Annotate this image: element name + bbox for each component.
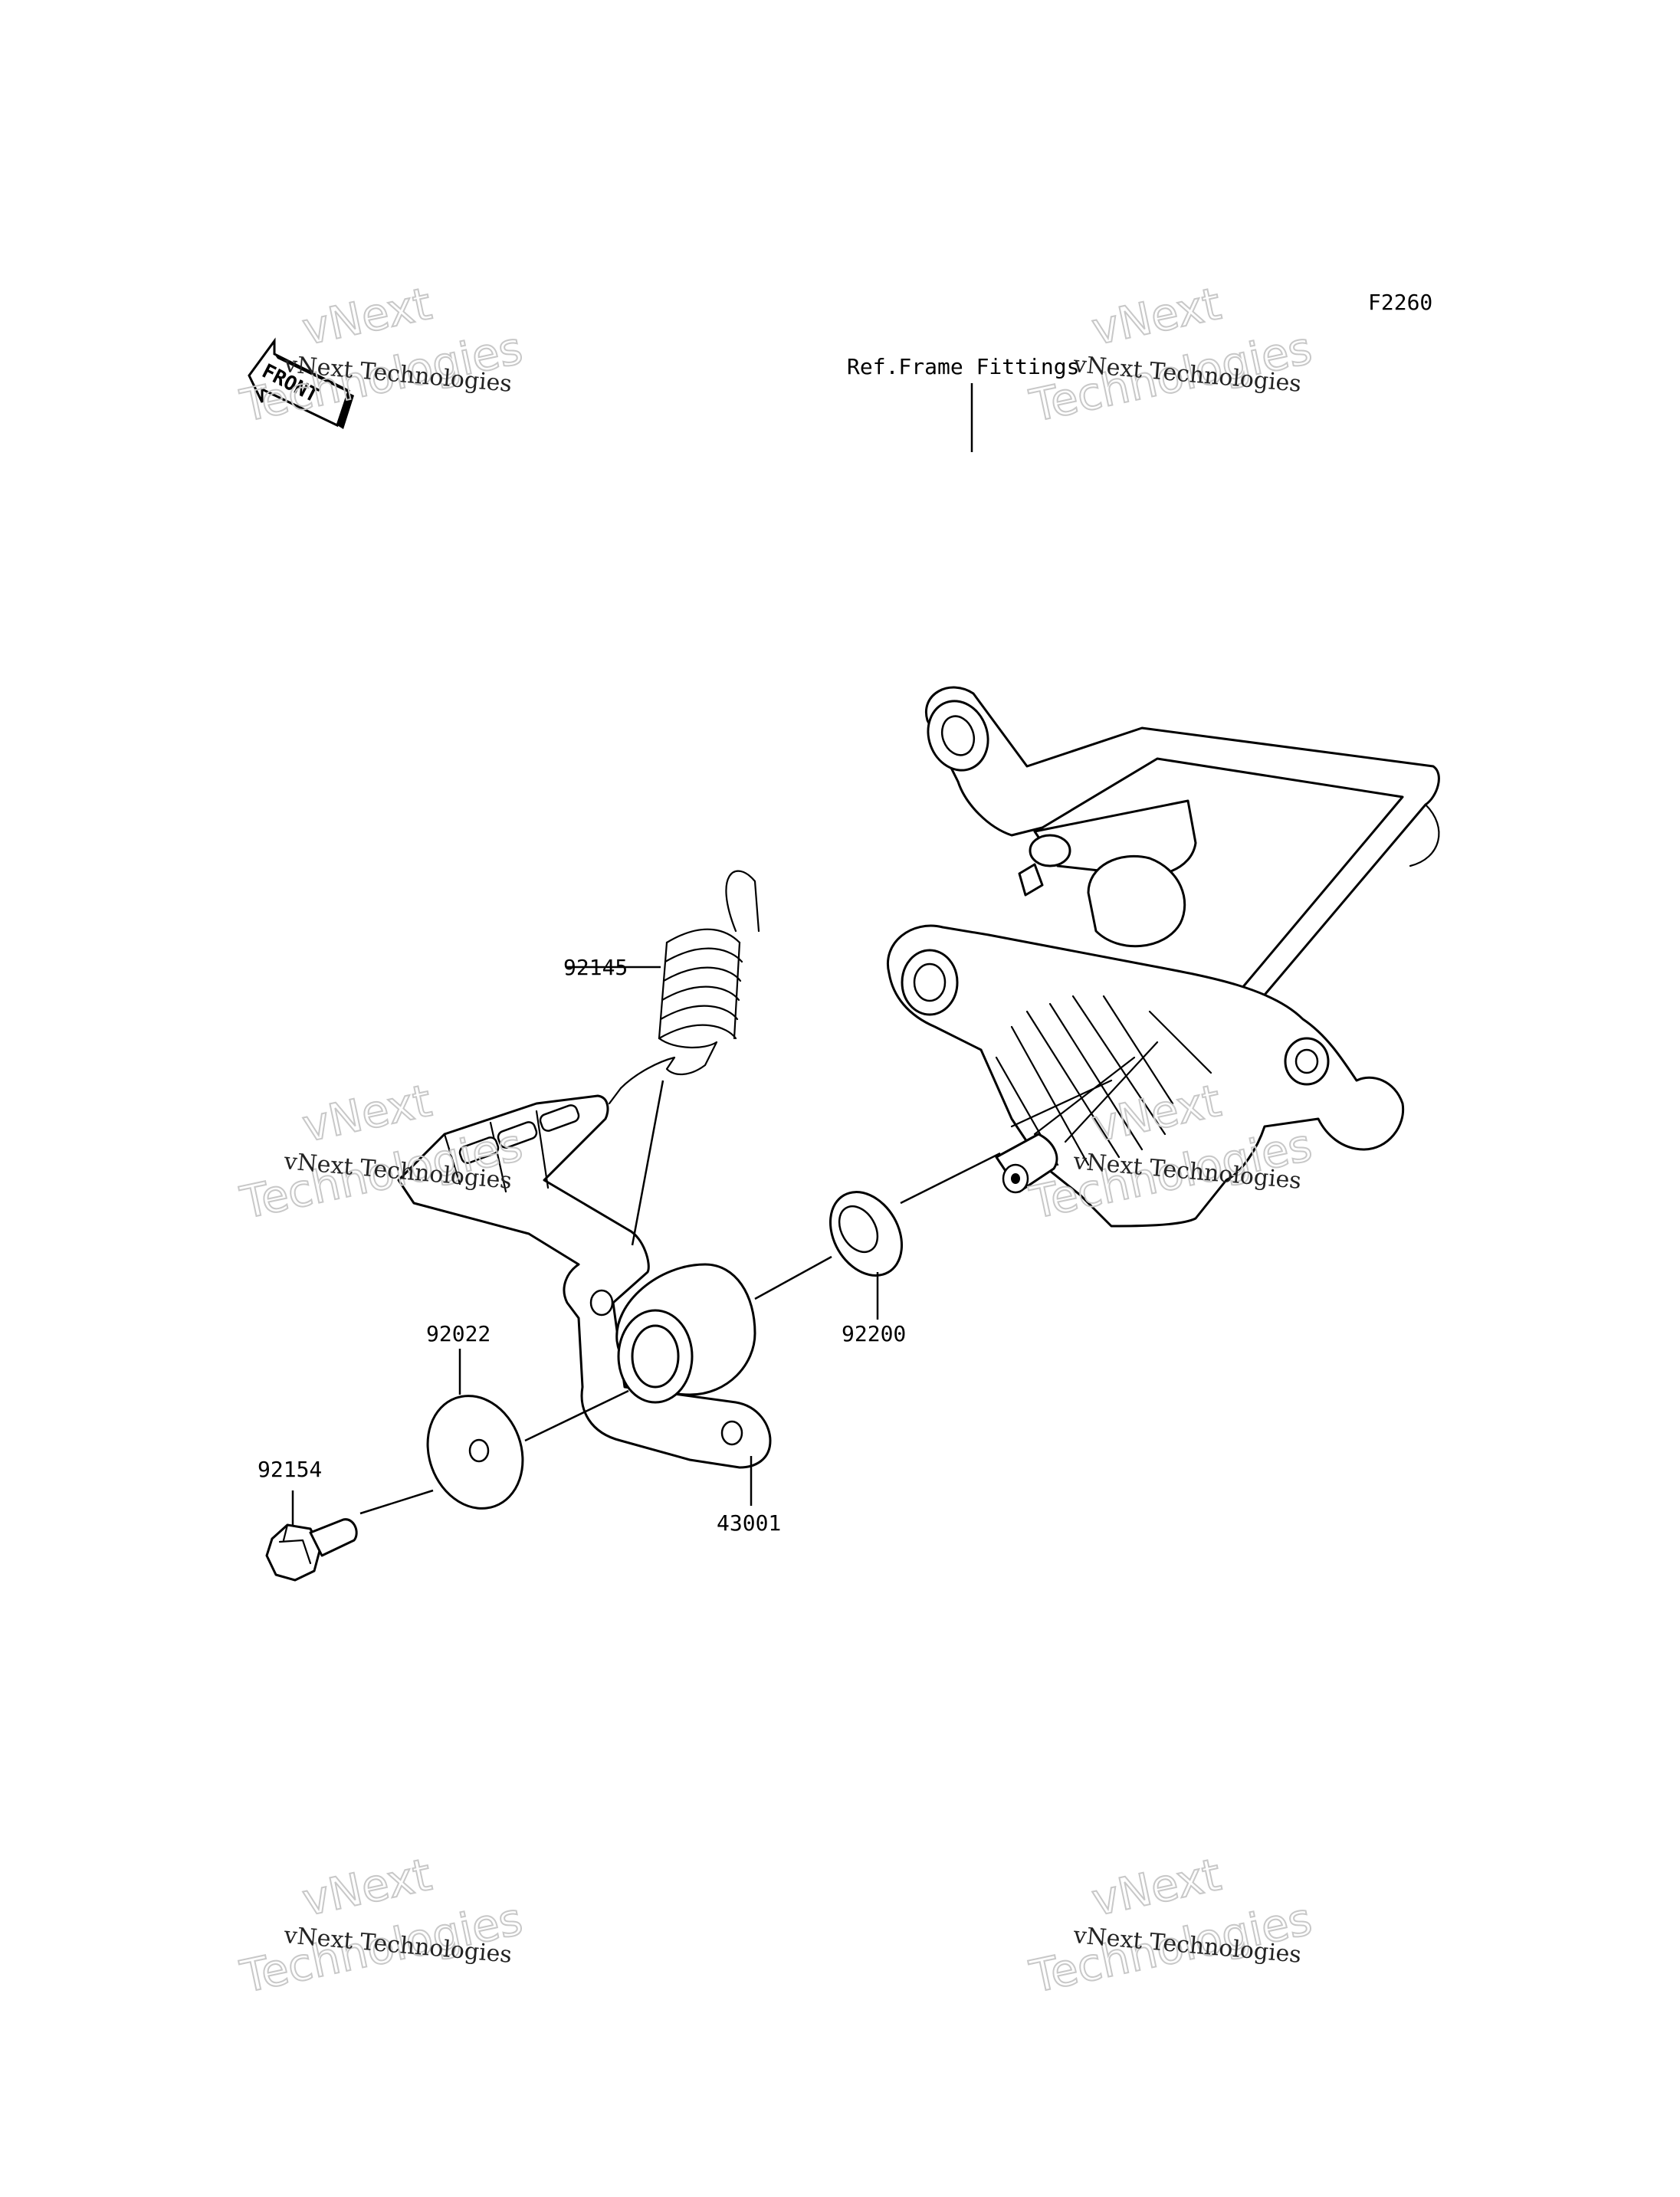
watermark: vNext Technologies vNext Technologies: [235, 1848, 528, 2004]
ref-frame-fittings-label: Ref.Frame Fittings: [847, 354, 1079, 379]
part-label-92022: 92022: [426, 1321, 491, 1346]
brake-pedal-part: [397, 1094, 772, 1506]
washer-92200-part: [829, 1191, 904, 1320]
diagram-code: F2260: [1368, 290, 1432, 315]
washer-92022-part: [426, 1349, 524, 1510]
washer-axis-line: [524, 1389, 629, 1442]
spring-hook-line: [631, 1080, 664, 1246]
part-label-92145: 92145: [563, 955, 628, 980]
pedal-axis-line: [754, 1255, 832, 1300]
frame-fitting-bracket: [924, 686, 1440, 1005]
part-label-92154: 92154: [258, 1457, 322, 1482]
bolt-part: [265, 1490, 358, 1582]
spring-part: [566, 870, 760, 1105]
part-label-43001: 43001: [717, 1510, 781, 1536]
watermark: vNext Technologies vNext Technologies: [235, 277, 528, 433]
pivot-axis-line: [900, 1152, 1001, 1205]
part-label-92200: 92200: [842, 1321, 906, 1346]
frame-plate: [887, 924, 1405, 1228]
watermark: vNext Technologies vNext Technologies: [1025, 1848, 1317, 2004]
bolt-axis-line: [359, 1489, 434, 1515]
